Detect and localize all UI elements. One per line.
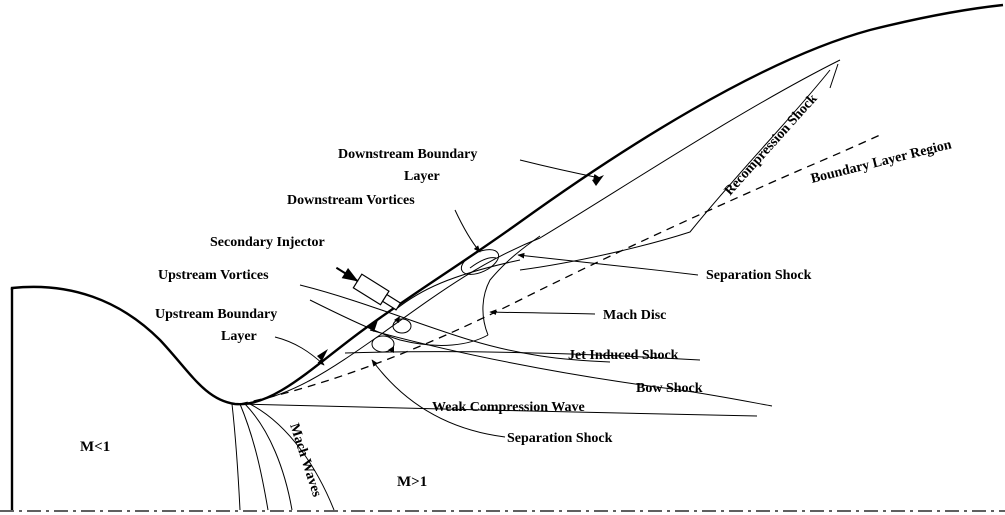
recompression-shock: [519, 69, 831, 271]
bow-shock-line: [369, 329, 773, 407]
mach-wave-3: [249, 403, 335, 511]
label-subsonic: M<1: [80, 439, 110, 455]
jet-upper-boundary: [394, 259, 521, 311]
arrow-downstream-vortices: [454, 209, 481, 253]
arrow-downstream-boundary-layer: [519, 159, 601, 180]
label-boundary-layer-region: Boundary Layer Region: [809, 137, 953, 187]
wall-arrow-upstream: [317, 349, 328, 361]
label-downstream-boundary-layer-2: Layer: [404, 169, 440, 184]
mach-wave-1: [239, 403, 269, 511]
jet-induced-shock-line: [344, 351, 701, 361]
downstream-vortex-inner: [469, 257, 497, 269]
label-supersonic: M>1: [397, 474, 427, 490]
secondary-injector-icon: [335, 266, 402, 311]
boundary-layer-region-line: [239, 134, 881, 405]
label-upstream-vortices: Upstream Vortices: [158, 268, 269, 283]
weak-compression-wave-line: [239, 403, 758, 417]
label-downstream-vortices: Downstream Vortices: [287, 193, 415, 208]
label-mach-waves: Mach Waves: [286, 422, 324, 500]
arrow-mach-disc: [489, 309, 596, 315]
recompression-shock-tip: [829, 63, 839, 89]
label-separation-shock-lower: Separation Shock: [507, 431, 613, 446]
mach-wave-2: [244, 403, 293, 511]
label-downstream-boundary-layer-1: Downstream Boundary: [338, 147, 477, 162]
wall-arrow-downstream: [592, 175, 604, 186]
upstream-vortex-1: [392, 318, 412, 334]
sonic-line: [231, 403, 241, 511]
upstream-vortex-2: [371, 335, 395, 353]
mach-disc-line: [309, 299, 489, 346]
upstream-vortex-shock: [299, 284, 611, 363]
label-secondary-injector: Secondary Injector: [210, 235, 325, 250]
downstream-vortex: [460, 249, 500, 275]
arrow-separation-shock-lower: [371, 359, 506, 438]
label-bow-shock: Bow Shock: [636, 381, 703, 396]
nozzle-wall: [10, 3, 1004, 406]
arrow-upstream-boundary-layer: [274, 336, 325, 366]
label-upstream-boundary-layer-2: Layer: [221, 329, 257, 344]
label-weak-compression-wave: Weak Compression Wave: [432, 400, 585, 415]
separation-shock-upper-line: [482, 235, 541, 336]
label-jet-induced-shock: Jet Induced Shock: [568, 348, 679, 363]
upstream-vortex-arrow-1: [394, 316, 400, 323]
label-mach-disc: Mach Disc: [603, 308, 666, 323]
label-upstream-boundary-layer-1: Upstream Boundary: [155, 307, 277, 322]
label-separation-shock-upper: Separation Shock: [706, 268, 812, 283]
arrow-separation-shock-upper: [517, 252, 699, 276]
upstream-vortex-arrow-2: [388, 346, 394, 353]
boundary-layer-edge: [239, 59, 841, 405]
